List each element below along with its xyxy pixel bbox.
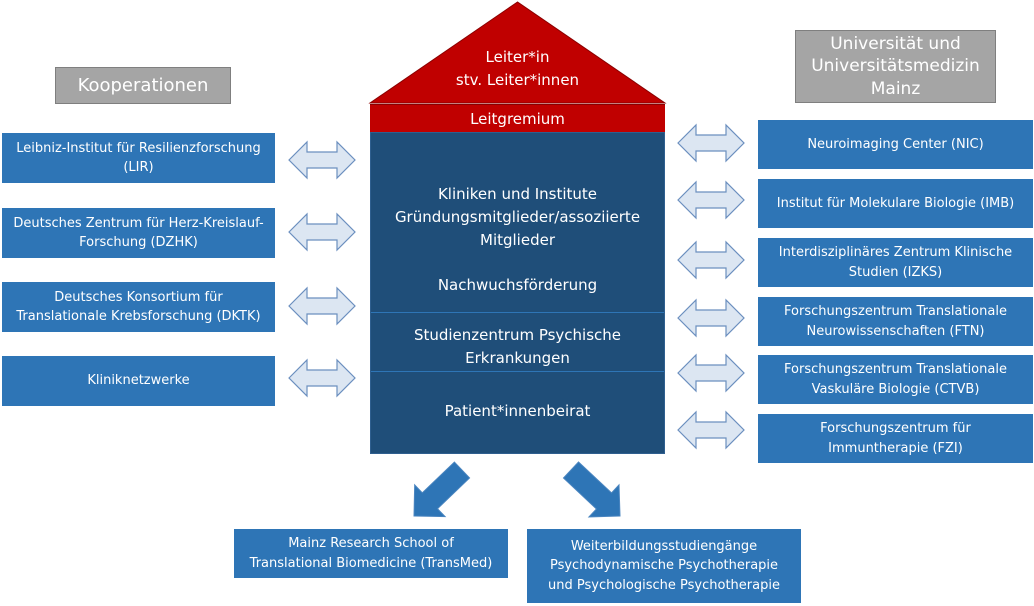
university-box-ftn-line1: Forschungszentrum Translationale xyxy=(784,304,1007,319)
partner-box-dzhk-line1: Deutsches Zentrum für Herz-Kreislauf- xyxy=(13,215,264,231)
partner-box-kliniknetzwerke-label: Kliniknetzwerke xyxy=(87,373,190,389)
kooperationen-heading-text: Kooperationen xyxy=(77,75,209,96)
university-box-fzi-line1: Forschungszentrum für xyxy=(820,421,971,436)
university-heading-line3: Mainz xyxy=(870,78,921,99)
nachwuchs-label: Nachwuchsförderung xyxy=(437,276,598,295)
left-double-arrow-1 xyxy=(288,140,356,180)
partner-box-dktk-line2: Translationale Krebsforschung (DKTK) xyxy=(16,309,261,324)
partner-box-dktk-line1: Deutsches Konsortium für xyxy=(54,289,223,305)
leitgremium-band: Leitgremium xyxy=(370,104,665,132)
house-section-kliniken: Kliniken und Institute Gründungsmitglied… xyxy=(370,180,665,255)
transmed-box: Mainz Research School of Translational B… xyxy=(234,529,508,578)
university-box-nic-label: Neuroimaging Center (NIC) xyxy=(807,136,984,152)
university-box-fzi-line2: Immuntherapie (FZI) xyxy=(828,440,963,456)
university-box-izks-line1: Interdisziplinäres Zentrum Klinische xyxy=(778,245,1013,260)
house-section-patientenbeirat: Patient*innenbeirat xyxy=(370,398,665,426)
weiterbildung-line2: Psychodynamische Psychotherapie xyxy=(549,558,779,574)
right-double-arrow-3 xyxy=(677,240,745,280)
left-double-arrow-4 xyxy=(288,358,356,398)
house-section-studienzentrum: Studienzentrum Psychische Erkrankungen xyxy=(370,322,665,372)
kliniken-line1: Kliniken und Institute xyxy=(437,184,598,203)
university-box-imb-label: Institut für Molekulare Biologie (IMB) xyxy=(776,195,1015,211)
patientenbeirat-label: Patient*innenbeirat xyxy=(444,402,591,421)
university-box-izks: Interdisziplinäres Zentrum Klinische Stu… xyxy=(758,238,1033,287)
right-double-arrow-4 xyxy=(677,298,745,338)
partner-box-lir-line1: Leibniz-Institut für Resilienzforschung xyxy=(16,140,261,156)
university-heading-line1: Universität und xyxy=(830,34,961,55)
kliniken-line2: Gründungsmitglieder/assoziierte xyxy=(394,207,641,226)
transmed-line2: Translational Biomedicine (TransMed) xyxy=(249,555,493,571)
house-divider-1 xyxy=(371,312,664,313)
leitgremium-label: Leitgremium xyxy=(470,109,565,128)
roof-line2: stv. Leiter*innen xyxy=(455,70,580,89)
left-double-arrow-2 xyxy=(288,212,356,252)
right-double-arrow-1 xyxy=(677,123,745,163)
university-box-ftn-line2: Neurowissenschaften (FTN) xyxy=(806,323,985,339)
partner-box-lir-line2: (LIR) xyxy=(123,160,154,175)
right-double-arrow-6 xyxy=(677,410,745,450)
right-double-arrow-2 xyxy=(677,180,745,220)
studienzentrum-line1: Studienzentrum Psychische xyxy=(413,325,622,344)
university-heading-line2: Universitätsmedizin xyxy=(811,56,980,77)
partner-box-dzhk: Deutsches Zentrum für Herz-Kreislauf- Fo… xyxy=(2,208,275,258)
university-heading: Universität und Universitätsmedizin Main… xyxy=(795,30,996,103)
down-arrow-left xyxy=(413,461,471,518)
partner-box-lir: Leibniz-Institut für Resilienzforschung … xyxy=(2,133,275,183)
kooperationen-heading: Kooperationen xyxy=(55,67,231,104)
university-box-ctvb-line1: Forschungszentrum Translationale xyxy=(784,362,1007,377)
roof-line1: Leiter*in xyxy=(485,48,550,66)
weiterbildung-line3: und Psychologische Psychotherapie xyxy=(548,577,780,593)
house-roof xyxy=(368,1,667,104)
university-box-nic: Neuroimaging Center (NIC) xyxy=(758,120,1033,169)
transmed-line1: Mainz Research School of xyxy=(288,536,454,551)
weiterbildung-box: Weiterbildungsstudiengänge Psychodynamis… xyxy=(527,529,801,603)
partner-box-kliniknetzwerke: Kliniknetzwerke xyxy=(2,356,275,406)
university-box-izks-line2: Studien (IZKS) xyxy=(848,264,943,280)
university-box-ctvb: Forschungszentrum Translationale Vaskulä… xyxy=(758,355,1033,404)
down-arrow-right xyxy=(562,461,621,518)
right-double-arrow-5 xyxy=(677,353,745,393)
university-box-fzi: Forschungszentrum für Immuntherapie (FZI… xyxy=(758,414,1033,463)
house-roof-shape xyxy=(368,1,667,104)
studienzentrum-line2: Erkrankungen xyxy=(465,349,570,367)
house-body xyxy=(370,132,665,454)
university-box-imb: Institut für Molekulare Biologie (IMB) xyxy=(758,179,1033,228)
university-box-ctvb-line2: Vaskuläre Biologie (CTVB) xyxy=(811,381,980,397)
partner-box-dzhk-line2: Forschung (DZHK) xyxy=(79,235,198,250)
house-section-nachwuchs: Nachwuchsförderung xyxy=(370,272,665,300)
partner-box-dktk: Deutsches Konsortium für Translationale … xyxy=(2,282,275,332)
university-box-ftn: Forschungszentrum Translationale Neurowi… xyxy=(758,297,1033,346)
left-double-arrow-3 xyxy=(288,286,356,326)
weiterbildung-line1: Weiterbildungsstudiengänge xyxy=(570,538,758,554)
house-roof-label: Leiter*in stv. Leiter*innen xyxy=(420,46,615,92)
kliniken-line3: Mitglieder xyxy=(480,231,555,250)
house-divider-2 xyxy=(371,371,664,372)
